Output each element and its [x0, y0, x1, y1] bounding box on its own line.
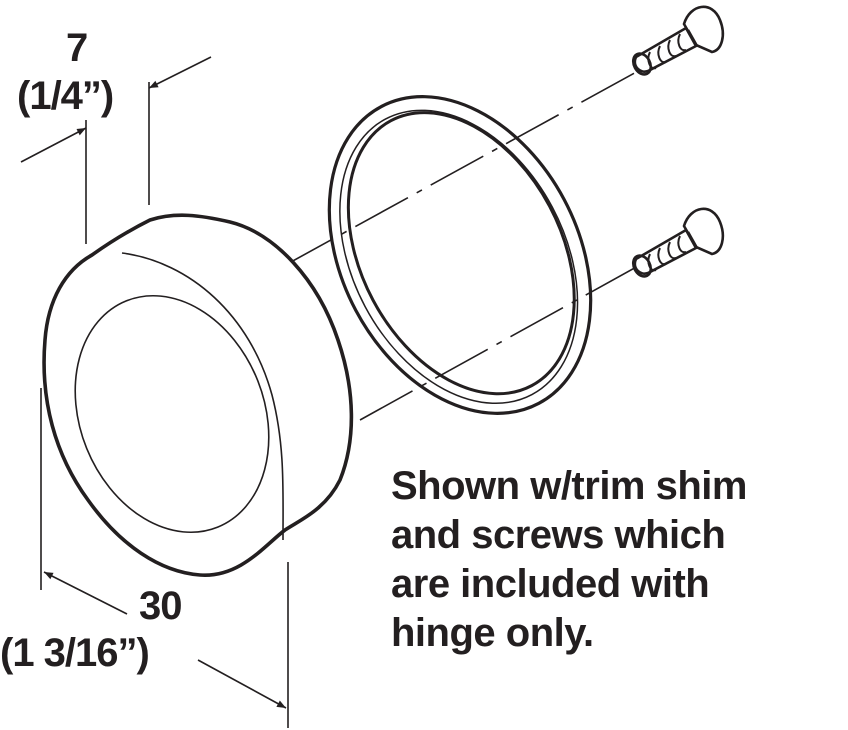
note-line: and screws which	[391, 513, 726, 557]
diameter-dimension	[40, 388, 289, 728]
note-line: are included with	[391, 562, 710, 606]
thickness-imperial-label: (1/4”)	[17, 74, 114, 118]
center-lines	[279, 69, 641, 421]
cover-cap	[42, 213, 354, 577]
note-line: hinge only.	[391, 611, 594, 655]
note-line: Shown w/trim shim	[391, 464, 747, 508]
diameter-metric-label: 30	[139, 584, 182, 628]
screw-bottom	[631, 207, 725, 278]
diameter-imperial-label: (1 3/16”)	[0, 631, 150, 675]
included-parts-note: Shown w/trim shim and screws which are i…	[391, 462, 747, 658]
trim-shim-ring	[327, 95, 593, 415]
thickness-metric-label: 7	[66, 26, 88, 70]
thickness-dimension	[20, 56, 212, 244]
screw-top	[631, 5, 725, 76]
